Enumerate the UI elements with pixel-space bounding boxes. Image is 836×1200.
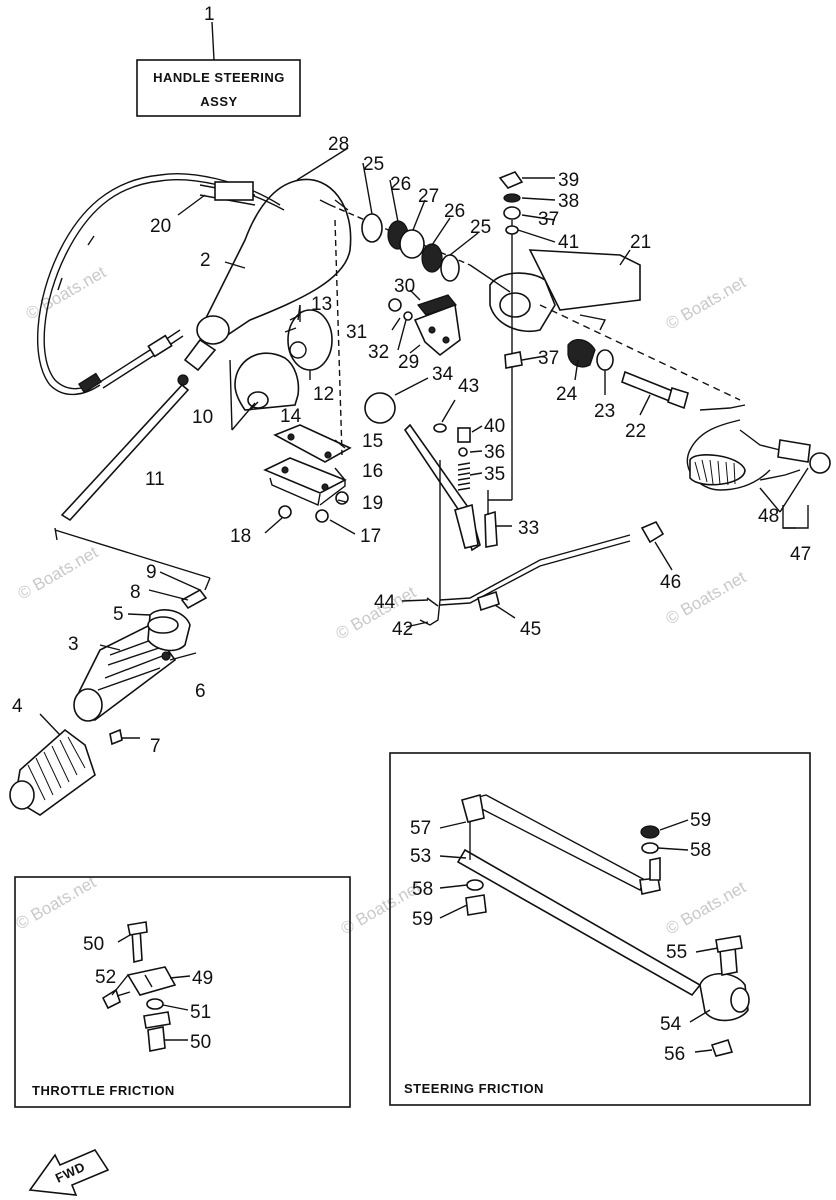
- part-number-47: 47: [790, 544, 811, 565]
- part-number-13: 13: [311, 294, 332, 315]
- part-number-26b: 26: [444, 201, 465, 222]
- part-number-59b: 59: [412, 909, 433, 930]
- part-number-18: 18: [230, 526, 251, 547]
- small-fasteners: [278, 491, 349, 523]
- part-number-22: 22: [625, 421, 646, 442]
- part-number-27: 27: [418, 186, 439, 207]
- part-number-41: 41: [558, 232, 579, 253]
- part-number-35: 35: [484, 464, 505, 485]
- friction-gear-assembly: [229, 305, 333, 431]
- throttle-grip: [9, 527, 211, 816]
- watermark: © Boats.net: [13, 872, 100, 933]
- part-number-20: 20: [150, 216, 171, 237]
- part-number-3: 3: [68, 634, 79, 655]
- title-callout: 1 HANDLE STEERING ASSY: [136, 4, 301, 117]
- part-number-48: 48: [758, 506, 779, 527]
- part-number-39: 39: [558, 170, 579, 191]
- part-number-37a: 37: [538, 209, 559, 230]
- part-number-57: 57: [410, 818, 431, 839]
- throttle-friction-label: THROTTLE FRICTION: [32, 1083, 175, 1098]
- part-number-23: 23: [594, 401, 615, 422]
- forward-direction-arrow: FWD: [28, 1148, 110, 1196]
- part-number-15: 15: [362, 431, 383, 452]
- part-number-45: 45: [520, 619, 541, 640]
- part-number-51: 51: [190, 1002, 211, 1023]
- part-number-53: 53: [410, 846, 431, 867]
- part-number-17: 17: [360, 526, 381, 547]
- watermark: © Boats.net: [663, 877, 750, 938]
- part-number-25b: 25: [470, 217, 491, 238]
- part-number-26a: 26: [390, 174, 411, 195]
- part-number-9: 9: [146, 562, 157, 583]
- part-number-44: 44: [374, 592, 396, 613]
- nut-stack: [498, 171, 524, 369]
- part-number-49: 49: [192, 968, 213, 989]
- part-number-25a: 25: [363, 154, 384, 175]
- part-number-28: 28: [328, 134, 349, 155]
- watermark: © Boats.net: [663, 272, 750, 333]
- shift-rod: [419, 460, 665, 626]
- washer-stack: [329, 204, 471, 282]
- part-number-42: 42: [392, 619, 413, 640]
- part-number-50b: 50: [190, 1032, 211, 1053]
- part-number-33: 33: [518, 518, 539, 539]
- part-number-46: 46: [660, 572, 681, 593]
- pivot-bolt: [567, 338, 689, 410]
- grouping-brackets: [782, 505, 809, 529]
- part-number-43: 43: [458, 376, 479, 397]
- part-number-36: 36: [484, 442, 505, 463]
- shift-lever: [364, 392, 512, 552]
- part-number-19: 19: [362, 493, 383, 514]
- base-plates: [263, 219, 352, 506]
- part-number-labels: 2 3 4 5 6 7 8 9 10 11 12 13 14 15 16 17 …: [12, 134, 811, 1065]
- part-number-58b: 58: [412, 879, 433, 900]
- part-number-52: 52: [95, 967, 116, 988]
- steering-friction-label: STEERING FRICTION: [404, 1081, 544, 1096]
- title-line-2: ASSY: [200, 94, 237, 109]
- part-number-4: 4: [12, 696, 23, 717]
- part-number-16: 16: [362, 461, 383, 482]
- part-number-29: 29: [398, 352, 419, 373]
- throttle-shaft: [60, 374, 190, 522]
- friction-bracket: [388, 294, 461, 357]
- title-line-1: HANDLE STEERING: [153, 70, 285, 85]
- part-number-59a: 59: [690, 810, 711, 831]
- kill-switch-lanyard: [686, 404, 831, 491]
- part-number-40: 40: [484, 416, 505, 437]
- part-number-34: 34: [432, 364, 454, 385]
- part-number-2: 2: [200, 250, 211, 271]
- part-number-30: 30: [394, 276, 415, 297]
- part-number-6: 6: [195, 681, 206, 702]
- throttle-cable: [37, 173, 285, 396]
- part-number-32: 32: [368, 342, 389, 363]
- steering-friction-inset: STEERING FRICTION: [389, 752, 811, 1106]
- throttle-friction-inset: THROTTLE FRICTION: [14, 876, 351, 1108]
- part-number-24: 24: [556, 384, 578, 405]
- part-number-7: 7: [150, 736, 161, 757]
- part-number-8: 8: [130, 582, 141, 603]
- part-number-14: 14: [280, 406, 302, 427]
- steering-handle: [183, 178, 352, 372]
- part-number-37b: 37: [538, 348, 559, 369]
- part-number-21: 21: [630, 232, 651, 253]
- part-number-1: 1: [204, 4, 215, 25]
- part-number-11: 11: [145, 469, 165, 490]
- watermark: © Boats.net: [15, 542, 102, 603]
- part-number-50a: 50: [83, 934, 104, 955]
- part-number-58a: 58: [690, 840, 711, 861]
- part-number-38: 38: [558, 191, 579, 212]
- part-number-10: 10: [192, 407, 213, 428]
- leader-lines: [39, 147, 809, 1053]
- part-number-12: 12: [313, 384, 334, 405]
- watermark: © Boats.net: [23, 262, 110, 323]
- part-number-31: 31: [346, 322, 367, 343]
- part-number-54: 54: [660, 1014, 682, 1035]
- part-number-5: 5: [113, 604, 124, 625]
- part-number-56: 56: [664, 1044, 685, 1065]
- steering-friction-housing: [469, 220, 741, 500]
- part-number-55: 55: [666, 942, 687, 963]
